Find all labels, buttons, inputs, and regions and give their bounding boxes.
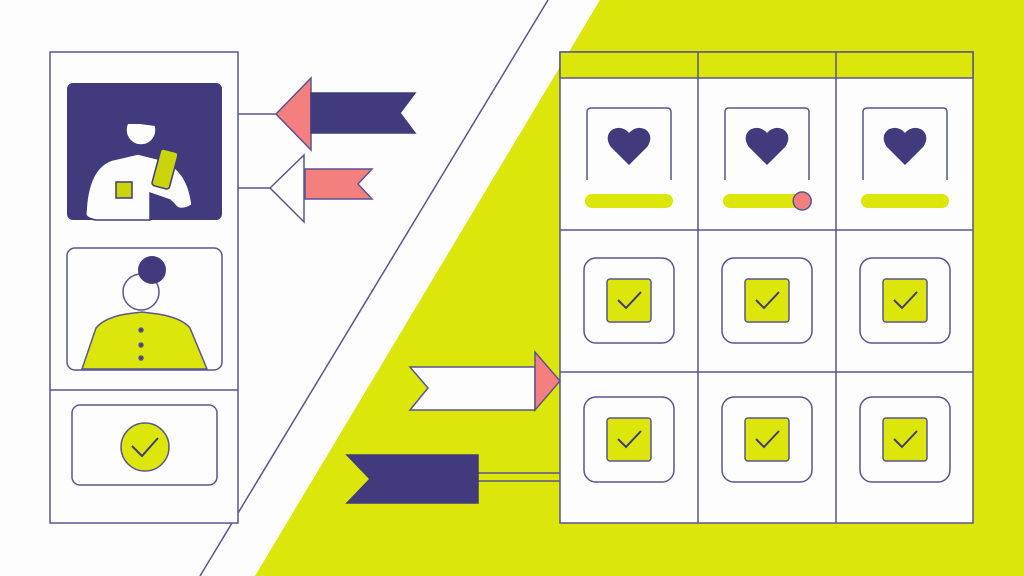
checkbox[interactable] <box>606 278 652 323</box>
like-card[interactable] <box>723 107 812 211</box>
profile-card-selected[interactable] <box>67 83 222 221</box>
arrow-flag-icon <box>345 454 479 504</box>
grid-header <box>559 51 974 79</box>
arrow-flag-second <box>238 153 374 224</box>
person-illustration <box>80 311 209 370</box>
profile-card[interactable] <box>66 247 223 371</box>
checkmark-icon <box>617 291 642 310</box>
checkmark-icon <box>755 430 780 449</box>
diagonal-divider <box>199 0 549 576</box>
checkmark-icon <box>893 430 918 449</box>
confirm-card[interactable] <box>71 404 218 486</box>
check-circle <box>120 422 170 472</box>
arrow-flag-white <box>408 349 561 413</box>
checkmark-icon <box>617 430 642 449</box>
arrow-flag-icon <box>408 366 536 411</box>
checkbox-card[interactable] <box>721 257 813 344</box>
checkbox-card[interactable] <box>721 396 813 483</box>
arrow-flag-icon <box>304 168 374 200</box>
heart-icon <box>745 127 789 166</box>
checkmark-icon <box>755 291 780 310</box>
heart-icon <box>607 127 651 166</box>
like-slider[interactable] <box>585 194 673 208</box>
arrow-flag-navy <box>345 454 560 504</box>
checkbox[interactable] <box>606 417 652 462</box>
checkbox[interactable] <box>882 278 928 323</box>
like-card[interactable] <box>861 107 949 208</box>
checkbox[interactable] <box>744 417 790 462</box>
checkmark-icon <box>893 291 918 310</box>
arrow-flag-top <box>238 76 417 152</box>
checkbox-card[interactable] <box>583 257 675 344</box>
checkbox[interactable] <box>744 278 790 323</box>
checkbox[interactable] <box>882 417 928 462</box>
heart-icon <box>883 127 927 166</box>
checkmark-icon <box>131 437 159 458</box>
checkbox-card[interactable] <box>859 396 951 483</box>
arrow-flag-icon <box>310 92 417 134</box>
like-card[interactable] <box>585 107 673 208</box>
like-slider[interactable] <box>723 194 811 208</box>
like-slider[interactable] <box>861 194 949 208</box>
slider-handle[interactable] <box>792 191 812 211</box>
checkbox-card[interactable] <box>859 257 951 344</box>
checkbox-card[interactable] <box>583 396 675 483</box>
